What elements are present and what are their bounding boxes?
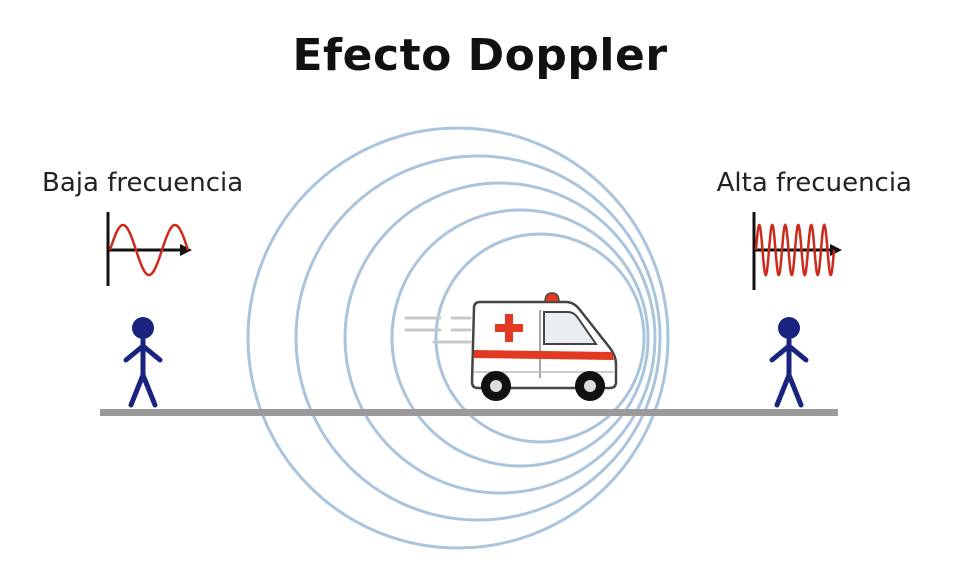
listener-right-person-icon <box>769 317 809 408</box>
wave-ring-2 <box>294 154 662 522</box>
motion-lines-icon <box>404 316 472 344</box>
wave-ring-5 <box>434 232 646 444</box>
high-frequency-label: Alta frecuencia <box>716 168 912 198</box>
ambulance-icon <box>470 292 618 401</box>
low-frequency-wave-icon <box>106 212 192 286</box>
low-frequency-label: Baja frecuencia <box>42 168 244 198</box>
wave-ring-3 <box>343 181 657 495</box>
wave-ring-1 <box>246 126 670 550</box>
diagram-title: Efecto Doppler <box>292 30 668 81</box>
ground-line <box>100 409 838 416</box>
wave-ring-4 <box>390 208 650 468</box>
listener-left-person-icon <box>123 317 163 408</box>
high-frequency-wave-icon <box>752 212 842 290</box>
sound-wave-rings <box>246 126 670 550</box>
